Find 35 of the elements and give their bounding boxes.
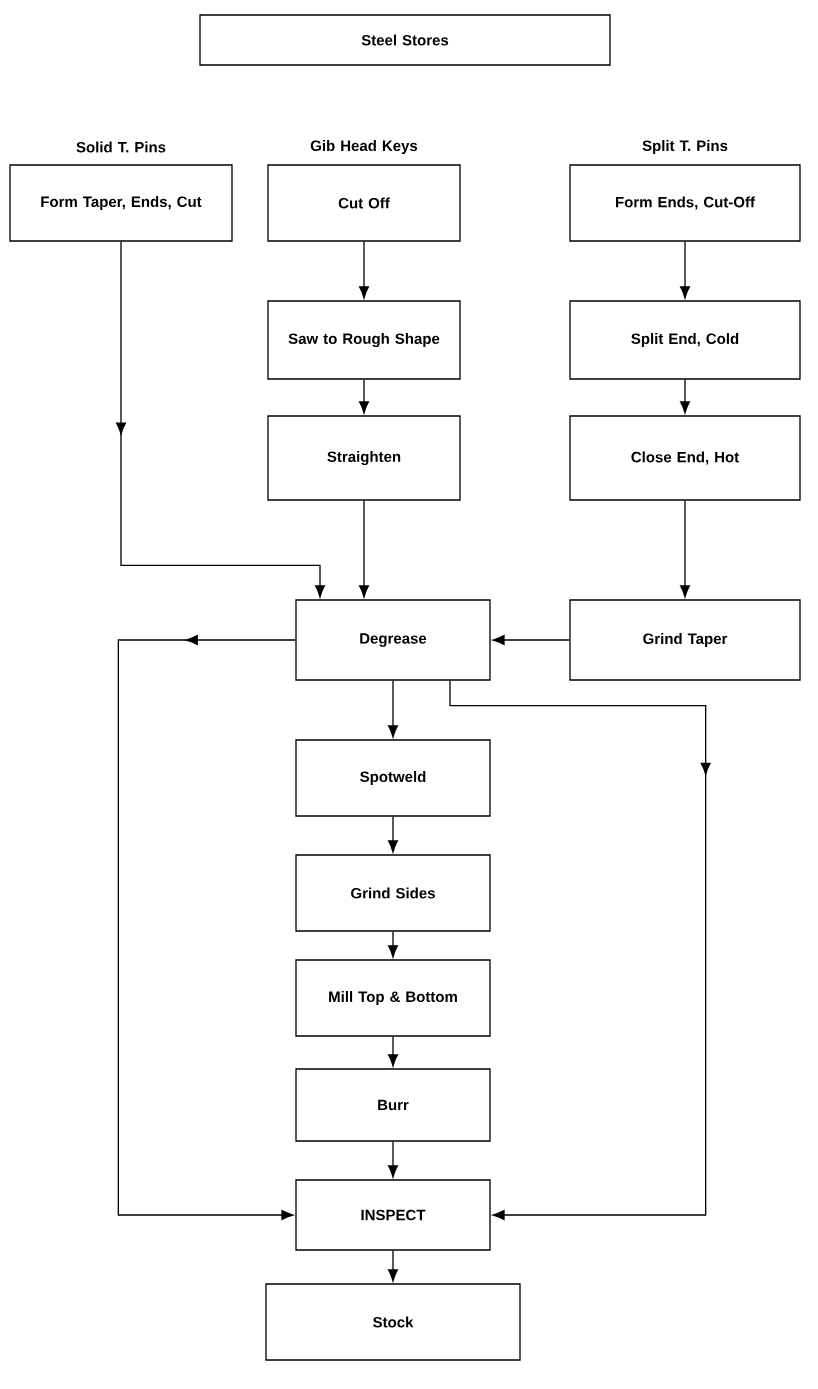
arrow bbox=[388, 1036, 398, 1067]
process-box: Form Taper, Ends, Cut bbox=[9, 164, 233, 242]
arrow bbox=[359, 241, 369, 299]
arrow bbox=[116, 241, 325, 598]
process-box: Split End, Cold bbox=[569, 300, 801, 380]
arrow bbox=[388, 1141, 398, 1178]
arrow bbox=[388, 931, 398, 958]
process-box: Steel Stores bbox=[199, 14, 611, 66]
process-box: Stock bbox=[265, 1283, 521, 1361]
process-box: INSPECT bbox=[295, 1179, 491, 1251]
arrow bbox=[359, 379, 369, 414]
process-box: Form Ends, Cut-Off bbox=[569, 164, 801, 242]
column-heading: Gib Head Keys bbox=[310, 140, 418, 154]
process-box: Degrease bbox=[295, 599, 491, 681]
arrow bbox=[388, 816, 398, 853]
process-box: Burr bbox=[295, 1068, 491, 1142]
process-box: Mill Top & Bottom bbox=[295, 959, 491, 1037]
process-box: Grind Taper bbox=[569, 599, 801, 681]
arrow bbox=[680, 241, 690, 299]
arrow bbox=[388, 1250, 398, 1282]
arrow bbox=[449, 680, 711, 1220]
arrow bbox=[359, 500, 369, 598]
column-heading: Solid T. Pins bbox=[76, 141, 166, 153]
process-box: Grind Sides bbox=[295, 854, 491, 932]
arrow bbox=[680, 379, 690, 414]
process-box: Cut Off bbox=[267, 164, 461, 242]
column-heading: Split T. Pins bbox=[642, 140, 728, 154]
arrow bbox=[492, 635, 570, 645]
arrow bbox=[680, 500, 690, 598]
process-box: Saw to Rough Shape bbox=[267, 300, 461, 380]
process-box: Straighten bbox=[267, 415, 461, 501]
process-box: Spotweld bbox=[295, 739, 491, 817]
arrow bbox=[117, 635, 296, 1220]
process-box: Close End, Hot bbox=[569, 415, 801, 501]
arrow bbox=[388, 680, 398, 738]
